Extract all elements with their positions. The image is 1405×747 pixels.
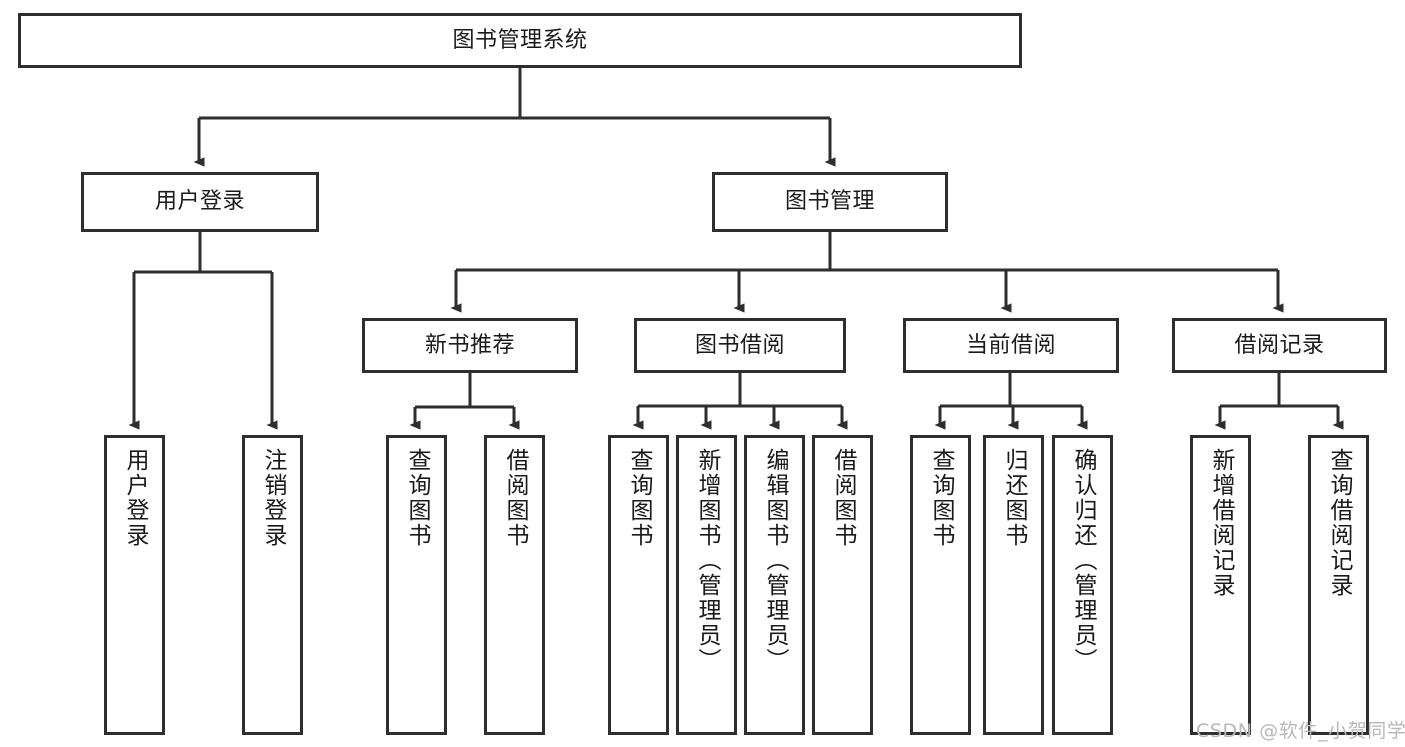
node-leaf-query-book-1[interactable]: 查询图书 [386,435,447,735]
node-leaf-borrow-book-1-label: 借阅图书 [502,448,528,548]
node-leaf-logout[interactable]: 注销登录 [242,435,303,735]
node-leaf-add-book[interactable]: 新增图书（管理员） [676,435,737,735]
csdn-watermark: CSDN @软件_小贺同学 [1196,720,1405,742]
node-book-borrow-label: 图书借阅 [694,332,785,358]
node-leaf-return-book-label: 归还图书 [1001,448,1027,548]
node-borrow-record-label: 借阅记录 [1234,332,1325,358]
node-leaf-user-login[interactable]: 用户登录 [104,435,165,735]
node-leaf-query-record[interactable]: 查询借阅记录 [1308,435,1369,735]
node-book-management-label: 图书管理 [784,189,875,215]
node-book-management[interactable]: 图书管理 [712,172,948,232]
node-leaf-query-record-label: 查询借阅记录 [1326,448,1352,598]
node-root[interactable]: 图书管理系统 [18,13,1022,68]
node-leaf-add-record[interactable]: 新增借阅记录 [1190,435,1251,735]
node-book-borrow[interactable]: 图书借阅 [634,318,846,373]
node-user-login[interactable]: 用户登录 [81,172,319,232]
node-borrow-record[interactable]: 借阅记录 [1172,318,1387,373]
node-leaf-confirm-return[interactable]: 确认归还（管理员） [1052,435,1113,735]
node-current-borrow[interactable]: 当前借阅 [903,318,1119,373]
node-leaf-query-book-2[interactable]: 查询图书 [608,435,669,735]
node-leaf-edit-book[interactable]: 编辑图书（管理员） [744,435,805,735]
node-leaf-edit-book-label: 编辑图书（管理员） [762,448,788,673]
node-leaf-query-book-3-label: 查询图书 [928,448,954,548]
node-leaf-query-book-1-label: 查询图书 [404,448,430,548]
node-leaf-borrow-book-2-label: 借阅图书 [830,448,856,548]
node-current-borrow-label: 当前借阅 [965,332,1056,358]
node-leaf-borrow-book-2[interactable]: 借阅图书 [812,435,873,735]
node-leaf-borrow-book-1[interactable]: 借阅图书 [484,435,545,735]
node-leaf-user-login-label: 用户登录 [122,448,148,548]
node-user-login-label: 用户登录 [154,189,245,215]
node-new-book-recommend-label: 新书推荐 [424,332,515,358]
node-leaf-query-book-3[interactable]: 查询图书 [910,435,971,735]
node-leaf-logout-label: 注销登录 [260,448,286,548]
node-leaf-return-book[interactable]: 归还图书 [983,435,1044,735]
node-root-label: 图书管理系统 [452,27,588,53]
node-leaf-query-book-2-label: 查询图书 [626,448,652,548]
node-leaf-add-book-label: 新增图书（管理员） [694,448,720,673]
node-new-book-recommend[interactable]: 新书推荐 [362,318,578,373]
node-leaf-add-record-label: 新增借阅记录 [1208,448,1234,598]
node-leaf-confirm-return-label: 确认归还（管理员） [1070,448,1096,673]
